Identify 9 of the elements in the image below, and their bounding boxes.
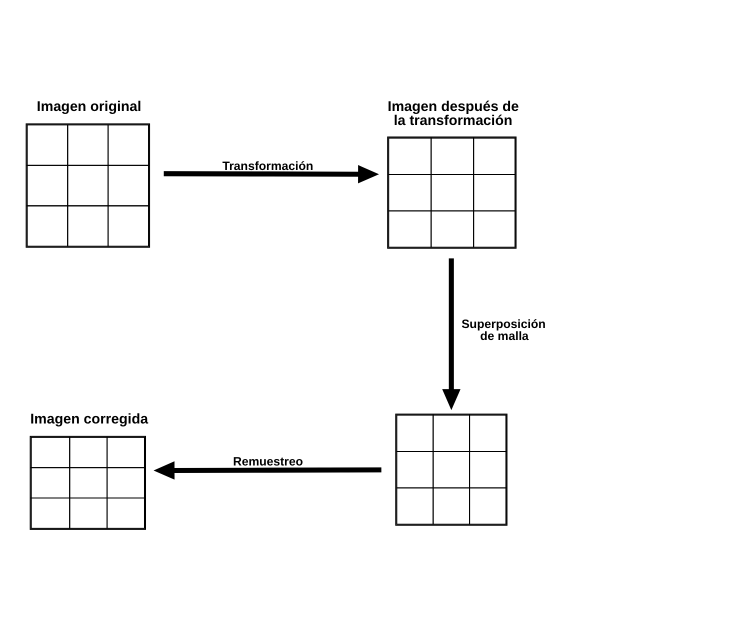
edge-label: Remuestreo (232, 454, 304, 468)
node-label: Imagen corregida (30, 410, 148, 426)
arrow (442, 258, 461, 410)
edge-label: Transformación (222, 159, 314, 174)
edge-label: Superposición de malla (461, 316, 546, 343)
node-label: Imagen después de la transformación (388, 98, 519, 128)
arrow (164, 165, 380, 184)
arrow (154, 461, 382, 480)
node-label: Imagen original (36, 98, 142, 114)
